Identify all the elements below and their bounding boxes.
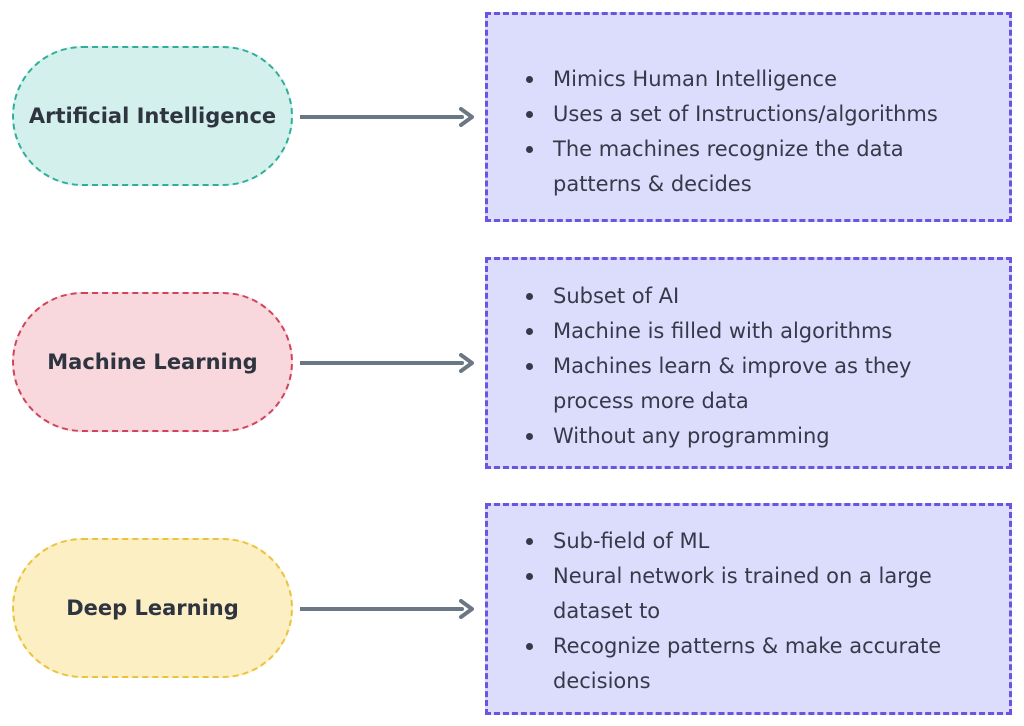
ai-description-box: Mimics Human Intelligence Uses a set of … (485, 12, 1012, 222)
list-item: Subset of AI (526, 279, 1009, 314)
list-item: Recognize patterns & make accurate decis… (526, 629, 978, 699)
ml-description-list: Subset of AI Machine is filled with algo… (488, 279, 1009, 454)
list-item: Mimics Human Intelligence (526, 62, 1009, 97)
ai-node-label: Artificial Intelligence (28, 104, 277, 128)
ml-arrow (300, 353, 474, 373)
list-item: Neural network is trained on a large dat… (526, 559, 973, 629)
list-item: Machine is filled with algorithms (526, 314, 1009, 349)
dl-description-list: Sub-field of ML Neural network is traine… (488, 524, 1009, 699)
list-item: Uses a set of Instructions/algorithms (526, 97, 1009, 132)
dl-arrow (300, 599, 474, 619)
ml-description-box: Subset of AI Machine is filled with algo… (485, 257, 1012, 469)
list-item: Machines learn & improve as they process… (526, 349, 943, 419)
dl-description-box: Sub-field of ML Neural network is traine… (485, 503, 1012, 715)
ml-node-label: Machine Learning (47, 350, 258, 374)
ai-description-list: Mimics Human Intelligence Uses a set of … (488, 62, 1009, 202)
dl-node-label: Deep Learning (66, 596, 239, 620)
ai-node: Artificial Intelligence (12, 46, 293, 186)
dl-node: Deep Learning (12, 538, 293, 678)
list-item: Sub-field of ML (526, 524, 1009, 559)
list-item: The machines recognize the data patterns… (526, 132, 943, 202)
list-item: Without any programming (526, 419, 1009, 454)
ml-node: Machine Learning (12, 292, 293, 432)
ai-arrow (300, 107, 474, 127)
